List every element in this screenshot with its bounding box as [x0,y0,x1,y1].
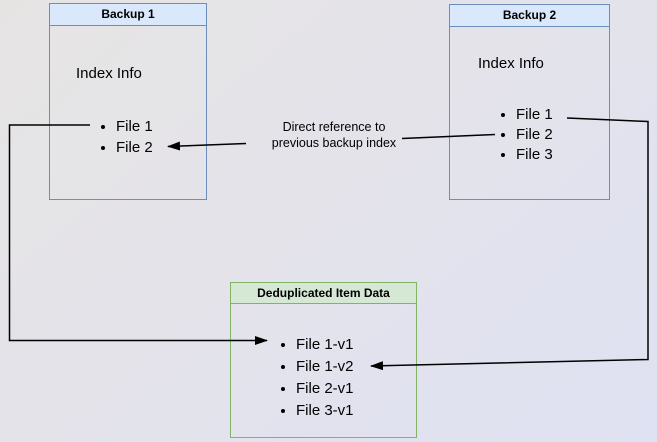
direct-reference-label-line1: Direct reference to [282,120,386,134]
list-item: File 2 [516,125,553,145]
backup1-index-label: Index Info [76,65,142,82]
list-item: File 1-v2 [296,356,354,378]
list-item: File 3 [516,145,553,165]
backup1-file-list: File 1 File 2 [96,116,153,158]
list-item: File 1 [516,105,553,125]
list-item: File 3-v1 [296,400,354,422]
dedup-box: Deduplicated Item Data File 1-v1 File 1-… [230,282,417,438]
backup1-box: Backup 1 Index Info File 1 File 2 [49,3,207,200]
dedup-title: Deduplicated Item Data [231,283,416,304]
backup2-box: Backup 2 Index Info File 1 File 2 File 3 [449,4,610,200]
list-item: File 1 [116,116,153,137]
direct-reference-label-line2: previous backup index [271,136,397,150]
list-item: File 2-v1 [296,378,354,400]
list-item: File 2 [116,137,153,158]
direct-reference-label: Direct reference to previous backup inde… [248,119,420,151]
backup2-title: Backup 2 [450,5,609,27]
backup2-index-label: Index Info [478,55,544,72]
backup1-title: Backup 1 [50,4,206,26]
backup2-file-list: File 1 File 2 File 3 [496,105,553,165]
list-item: File 1-v1 [296,334,354,356]
dedup-file-list: File 1-v1 File 1-v2 File 2-v1 File 3-v1 [276,334,354,422]
